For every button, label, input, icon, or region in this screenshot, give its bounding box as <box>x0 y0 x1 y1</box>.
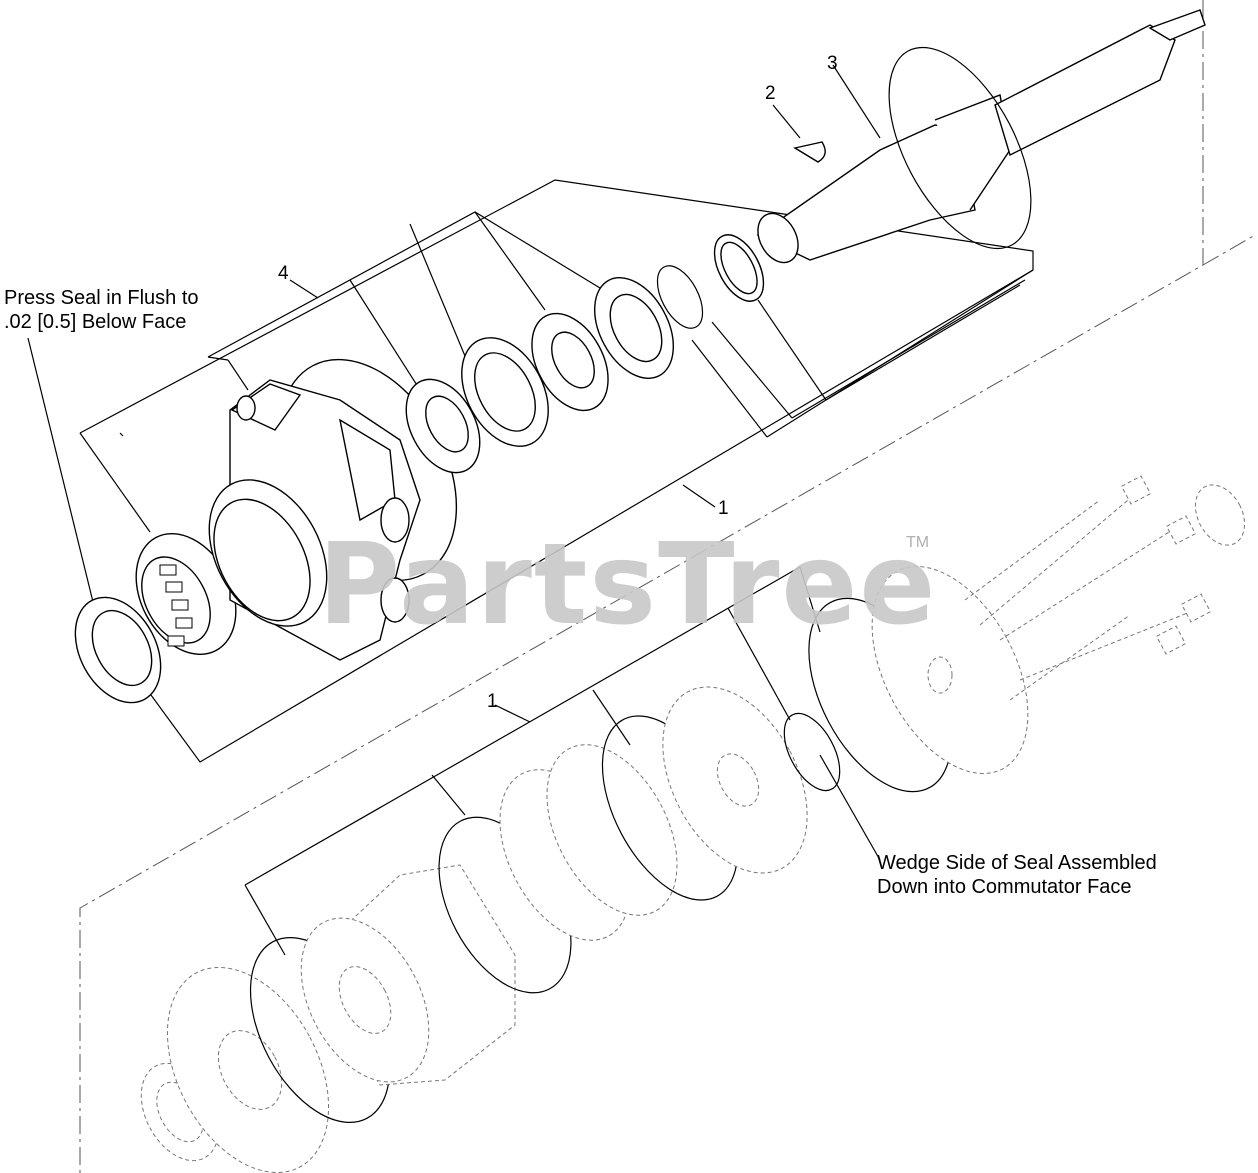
plug <box>1194 484 1246 546</box>
commutator <box>499 744 678 941</box>
thrust-washer-1 <box>405 378 481 474</box>
retaining-ring <box>656 265 704 329</box>
wedge-seal-note-line2: Down into Commutator Face <box>877 876 1132 898</box>
callout-item-1-lower: 1 <box>487 691 498 712</box>
callout-item-2: 2 <box>765 83 776 104</box>
leader-press-seal <box>27 337 96 611</box>
thrust-bearing <box>461 337 549 447</box>
wedge-seal-note: Wedge Side of Seal Assembled Down into C… <box>877 851 1157 899</box>
output-shaft <box>756 9 1206 264</box>
needle-bearing <box>135 532 237 656</box>
leader-wedge-seal <box>819 754 881 861</box>
callout-item-3: 3 <box>827 53 838 74</box>
press-seal-note-line1: Press Seal in Flush to <box>4 287 199 309</box>
wedge-seal-note-line1: Wedge Side of Seal Assembled <box>877 852 1157 874</box>
press-seal-note: Press Seal in Flush to .02 [0.5] Below F… <box>4 286 199 334</box>
woodruff-key <box>772 104 826 163</box>
motor-housing <box>208 358 458 661</box>
thrust-washer-2 <box>531 312 609 412</box>
upper-bracket-item-1 <box>79 179 1034 763</box>
shaft-seal <box>74 596 162 704</box>
callout-item-4: 4 <box>278 263 289 284</box>
watermark-logo: PartsTree <box>318 520 938 650</box>
cap-screws <box>964 475 1212 701</box>
spacer-ring <box>713 234 765 302</box>
upper-assembly-boundary <box>1202 234 1256 266</box>
shaft-seal-2 <box>594 277 674 379</box>
drive-gear <box>300 864 516 1086</box>
callout-item-1-upper: 1 <box>718 498 729 519</box>
press-seal-note-line2: .02 [0.5] Below Face <box>4 311 187 333</box>
lower-assembly-boundary <box>79 0 1204 1173</box>
o-ring-small <box>783 712 841 792</box>
valve-plate <box>662 686 808 874</box>
bracket-item-4 <box>119 211 1034 438</box>
end-cover <box>871 566 1029 774</box>
wear-plate <box>166 966 330 1173</box>
lower-bracket-item-1 <box>244 566 821 956</box>
watermark-trademark: TM <box>906 534 930 551</box>
